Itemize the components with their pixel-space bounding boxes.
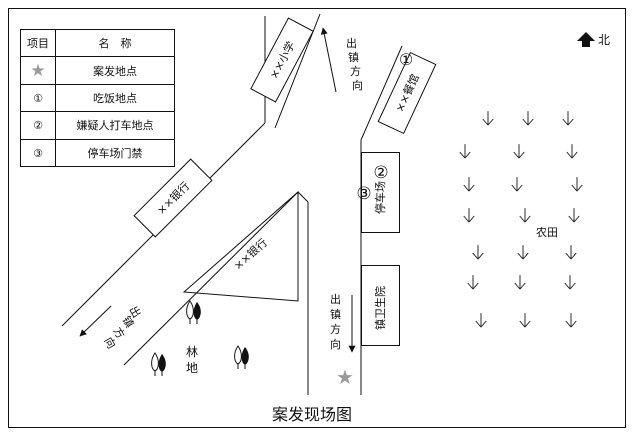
bank-road-building: ××银行 bbox=[133, 158, 213, 238]
out-mid-3: 方 bbox=[330, 322, 341, 336]
legend-label-taxi: 嫌疑人打车地点 bbox=[77, 118, 154, 132]
arrow-out-top bbox=[320, 27, 337, 93]
legend-symbol-3: ③ bbox=[33, 147, 43, 160]
forest-label-2: 地 bbox=[186, 361, 198, 375]
north-label: 北 bbox=[598, 33, 610, 47]
farmland-arrows bbox=[459, 110, 583, 328]
legend-label-gate: 停车场门禁 bbox=[88, 146, 143, 160]
clinic-building bbox=[361, 265, 400, 346]
out-mid-2: 镇 bbox=[330, 307, 341, 321]
parking-building bbox=[361, 152, 400, 233]
farmland-label: 农田 bbox=[536, 225, 558, 239]
out-mid-4: 向 bbox=[330, 337, 341, 351]
forest-icons bbox=[151, 300, 250, 377]
star-icon: ★ bbox=[336, 365, 354, 389]
out-top-3: 方 bbox=[350, 64, 361, 78]
store-building: ××小学 bbox=[250, 17, 314, 103]
clinic-label: 镇卫生院 bbox=[373, 286, 387, 330]
parking-label: 停车场 bbox=[373, 181, 387, 214]
north-arrow-icon bbox=[577, 32, 595, 47]
out-top-4: 向 bbox=[352, 78, 363, 92]
marker-taxi: ② bbox=[373, 163, 388, 183]
out-top-1: 出 bbox=[346, 36, 357, 50]
diagram-caption: 案发现场图 bbox=[272, 405, 352, 424]
legend-table: 项目 名 称 ★ 案发地点 ① 吃饭地点 ② 嫌疑人打车地点 ③ 停车场门禁 bbox=[20, 29, 175, 167]
out-mid-1: 出 bbox=[330, 292, 341, 306]
out-top-2: 镇 bbox=[348, 50, 359, 64]
outer-frame bbox=[8, 8, 626, 428]
legend-label-crime-site: 案发地点 bbox=[93, 64, 137, 78]
bank-triangle-label: ××银行 bbox=[231, 235, 270, 272]
legend-star-icon: ★ bbox=[30, 61, 45, 81]
marker-dining: ① bbox=[399, 50, 413, 69]
arrow-out-left bbox=[79, 305, 112, 337]
legend-header-item: 项目 bbox=[27, 37, 49, 50]
legend-header-name: 名 称 bbox=[99, 36, 132, 50]
legend-symbol-2: ② bbox=[33, 119, 43, 132]
legend-symbol-1: ① bbox=[33, 92, 43, 105]
legend-label-dining: 吃饭地点 bbox=[93, 92, 137, 105]
bank-triangle bbox=[182, 190, 299, 302]
marker-gate: ③ bbox=[356, 184, 371, 204]
forest-label-1: 林 bbox=[186, 345, 198, 359]
